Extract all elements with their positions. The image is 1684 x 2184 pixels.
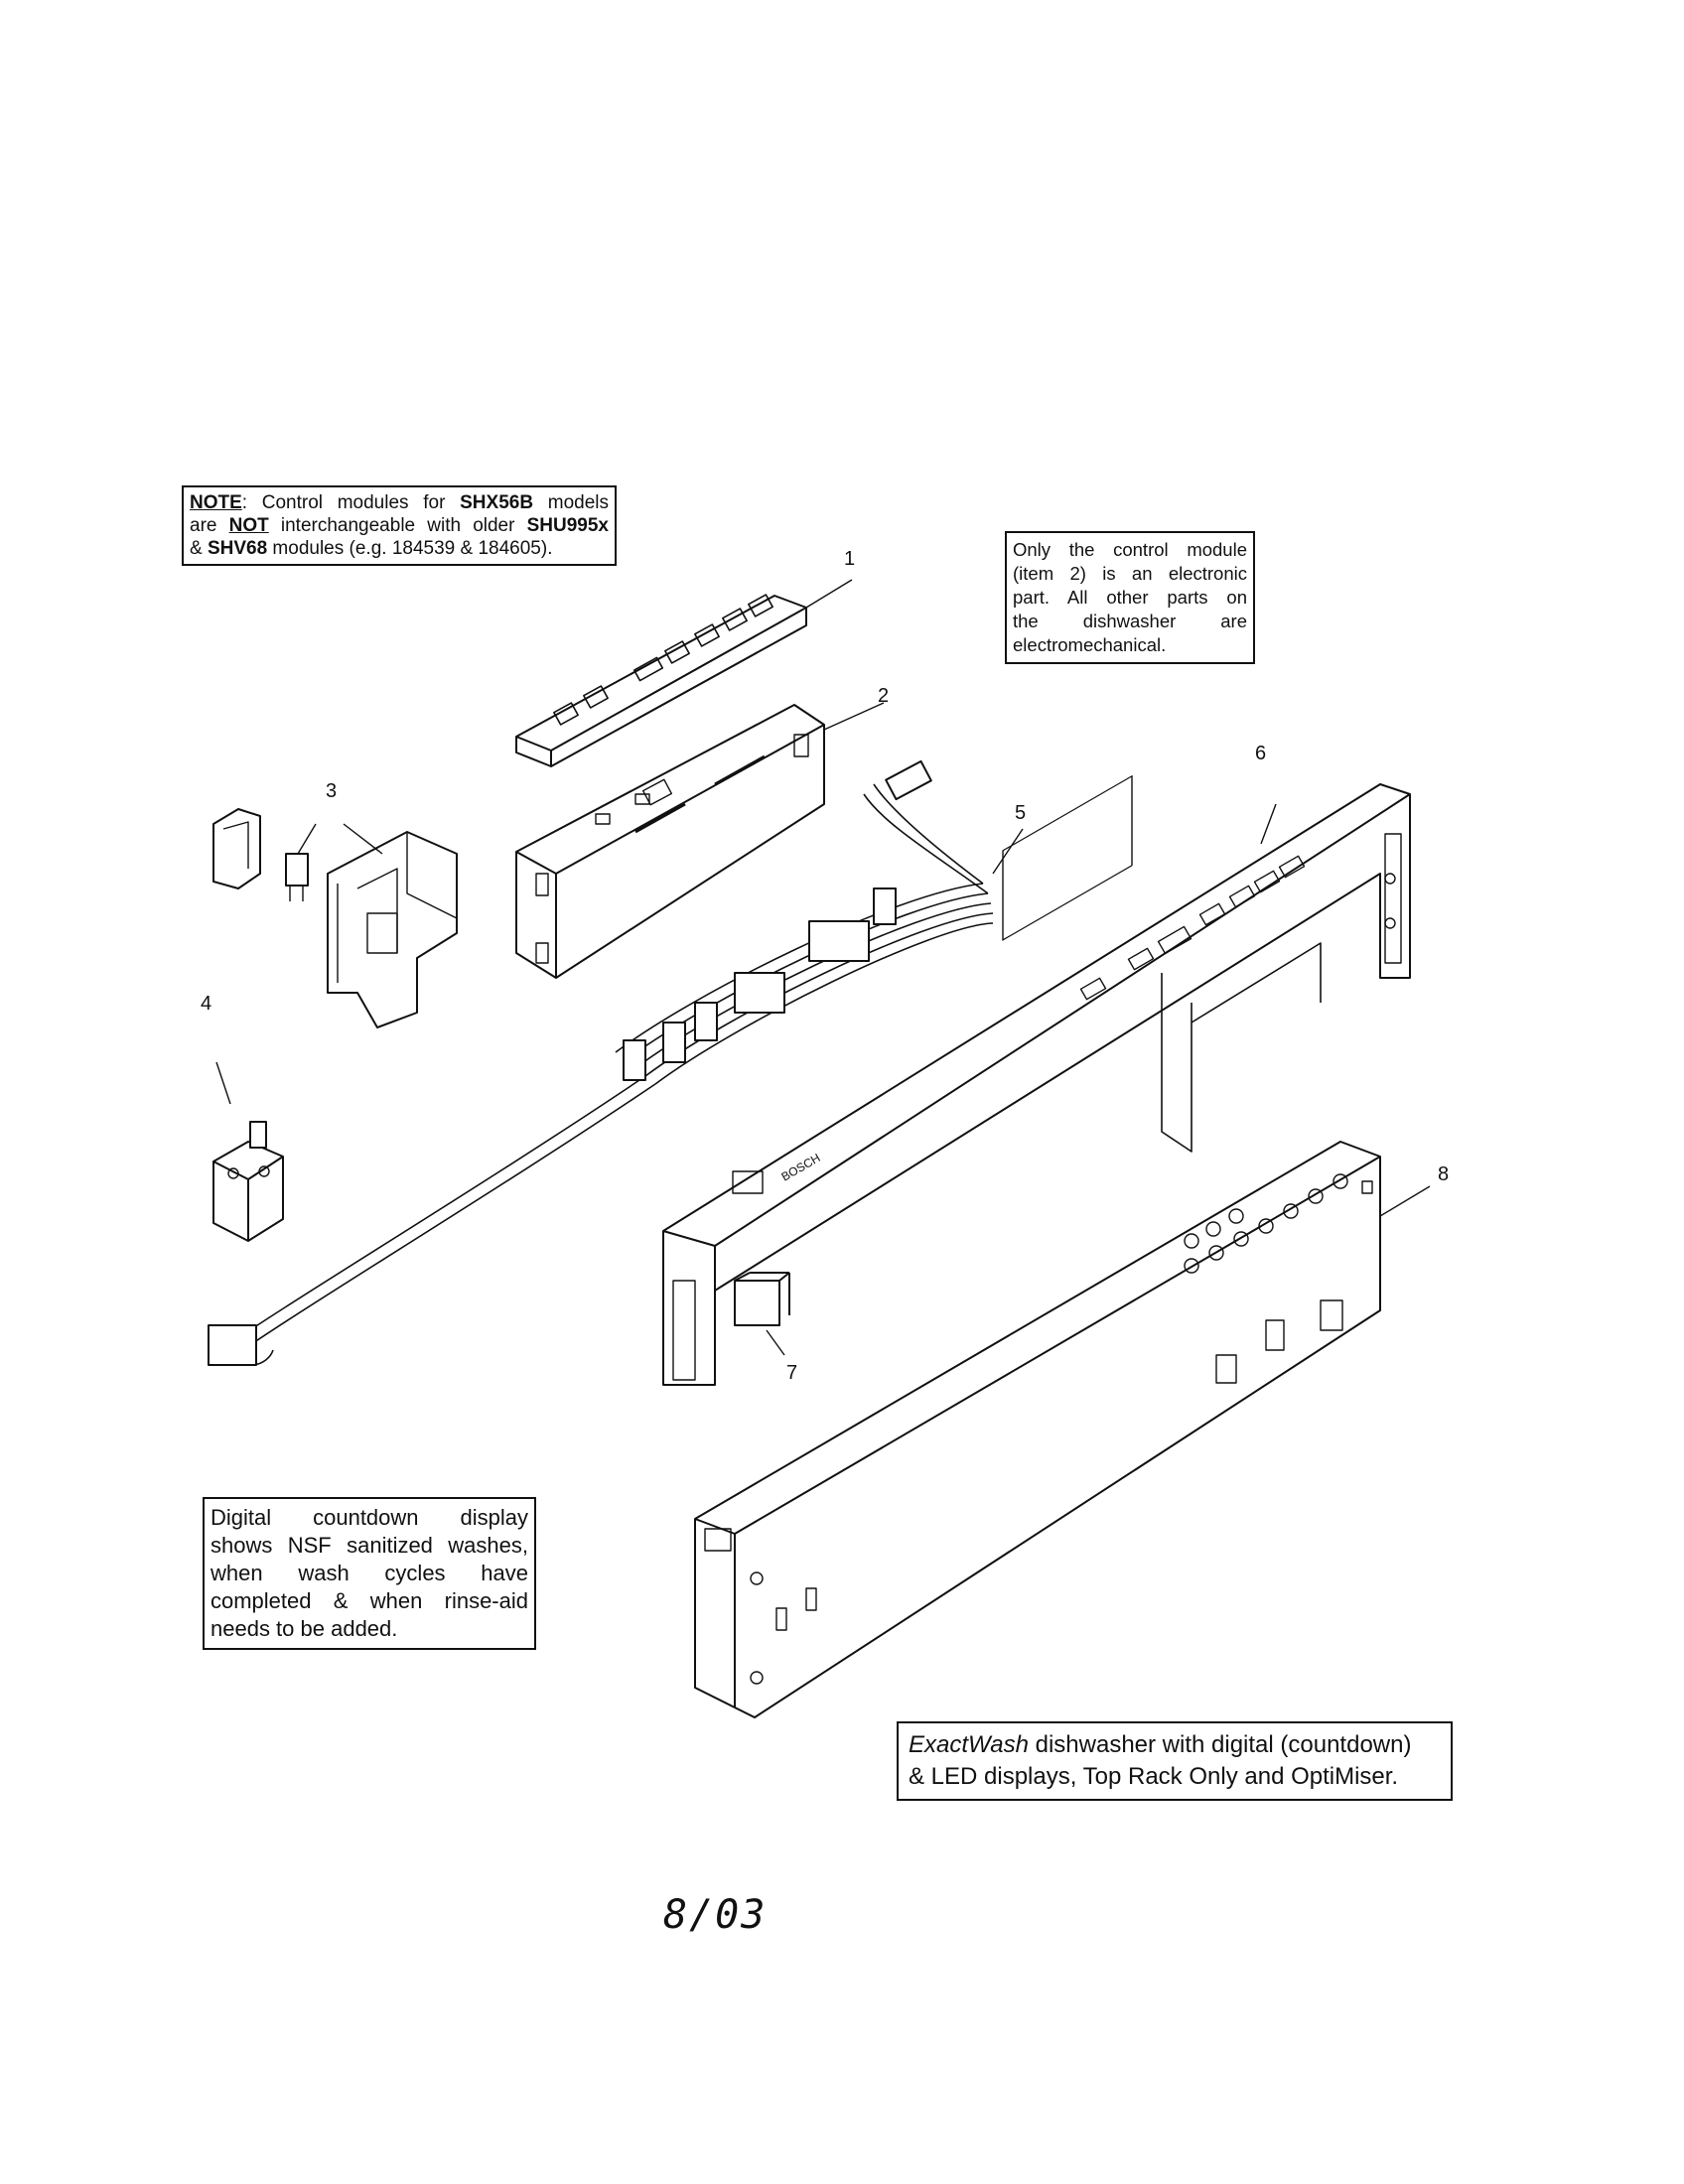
model-shu995x: SHU995x bbox=[526, 515, 609, 536]
callout-7: 7 bbox=[786, 1362, 798, 1384]
callout-6: 6 bbox=[1255, 743, 1267, 764]
not-emphasis: NOT bbox=[228, 515, 269, 536]
callout-4: 4 bbox=[201, 993, 212, 1015]
model-shv68: SHV68 bbox=[207, 538, 268, 559]
callout-2: 2 bbox=[878, 685, 890, 707]
switch-part-4 bbox=[212, 1061, 284, 1242]
note-label: NOTE bbox=[190, 492, 242, 513]
compatibility-note: NOTE: Control modules for SHX56B models … bbox=[182, 485, 617, 566]
date-stamp: 8/03 bbox=[663, 1892, 768, 1938]
wire-harness-part-5 bbox=[208, 759, 1024, 1367]
button-strip-part-1 bbox=[515, 579, 853, 767]
model-description-note: ExactWash dishwasher with digital (count… bbox=[897, 1721, 1453, 1801]
callout-3: 3 bbox=[326, 780, 338, 802]
exactwash-brand: ExactWash bbox=[909, 1731, 1029, 1758]
control-module-part-2 bbox=[515, 702, 885, 979]
callout-5: 5 bbox=[1015, 802, 1027, 824]
model-shx56b: SHX56B bbox=[460, 492, 534, 513]
callout-1: 1 bbox=[844, 548, 856, 570]
callout-8: 8 bbox=[1438, 1163, 1450, 1185]
electronic-part-note: Only the control module (item 2) is an e… bbox=[1005, 531, 1255, 664]
inner-panel-part-8 bbox=[694, 775, 1431, 1718]
door-switch-part-3 bbox=[212, 808, 458, 1028]
countdown-display-note: Digital countdown display shows NSF sani… bbox=[203, 1497, 536, 1650]
panel-frame-part-6: BOSCH bbox=[662, 783, 1411, 1386]
button-cap-part-7 bbox=[734, 1272, 790, 1356]
